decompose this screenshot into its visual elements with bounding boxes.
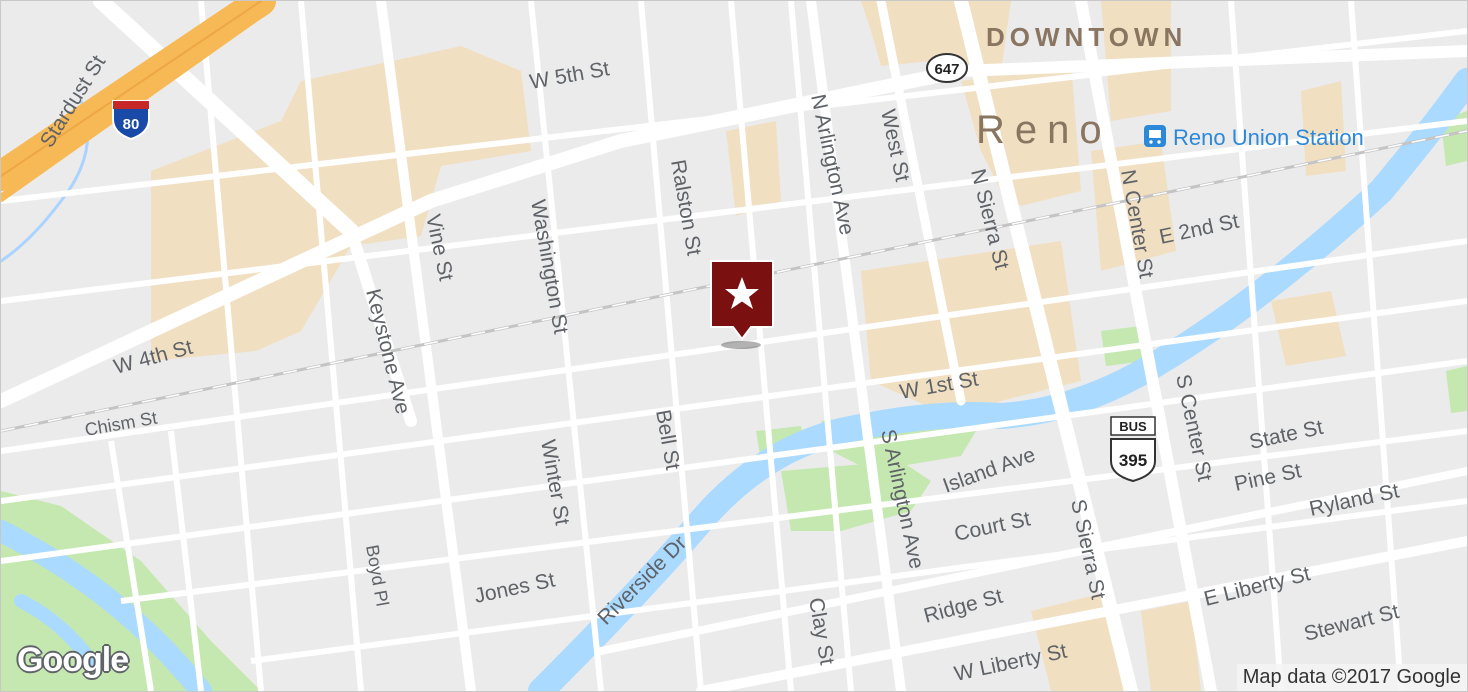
us-route-number: 395: [1119, 451, 1147, 470]
street-label-boyd: Boyd Pl: [362, 543, 392, 608]
street-label-w5th: W 5th St: [528, 57, 611, 94]
transit-station[interactable]: Reno Union Station: [1144, 125, 1364, 150]
interstate-number: 80: [123, 116, 140, 133]
street-label-riverside: Riverside Dr: [593, 532, 691, 630]
street-label-court: Court St: [952, 507, 1032, 546]
star-icon: [725, 277, 759, 309]
google-logo[interactable]: Google: [17, 641, 129, 679]
state-route-number: 647: [934, 61, 959, 78]
street-label-washington: Washington St: [526, 198, 572, 336]
bus-label: BUS: [1119, 419, 1147, 434]
state-route-shield: 647: [926, 53, 968, 83]
street-label-jones: Jones St: [472, 568, 557, 608]
district-label: DOWNTOWN: [986, 22, 1187, 52]
marker-pin: [710, 260, 774, 349]
street-label-e-liberty: E Liberty St: [1202, 562, 1313, 611]
street-label-n-arlington: N Arlington Ave: [806, 92, 858, 237]
interstate-80-shield: 80: [112, 100, 150, 141]
street-label-ridge: Ridge St: [921, 585, 1005, 628]
transit-station-label: Reno Union Station: [1173, 125, 1364, 150]
street-label-ralston: Ralston St: [666, 158, 706, 258]
us-route-shield: BUS 395: [1110, 416, 1156, 483]
location-marker[interactable]: [709, 259, 777, 351]
city-label: Reno: [976, 108, 1112, 152]
street-label-stewart: Stewart St: [1302, 600, 1402, 646]
map-attribution[interactable]: Map data ©2017 Google: [1236, 664, 1467, 691]
